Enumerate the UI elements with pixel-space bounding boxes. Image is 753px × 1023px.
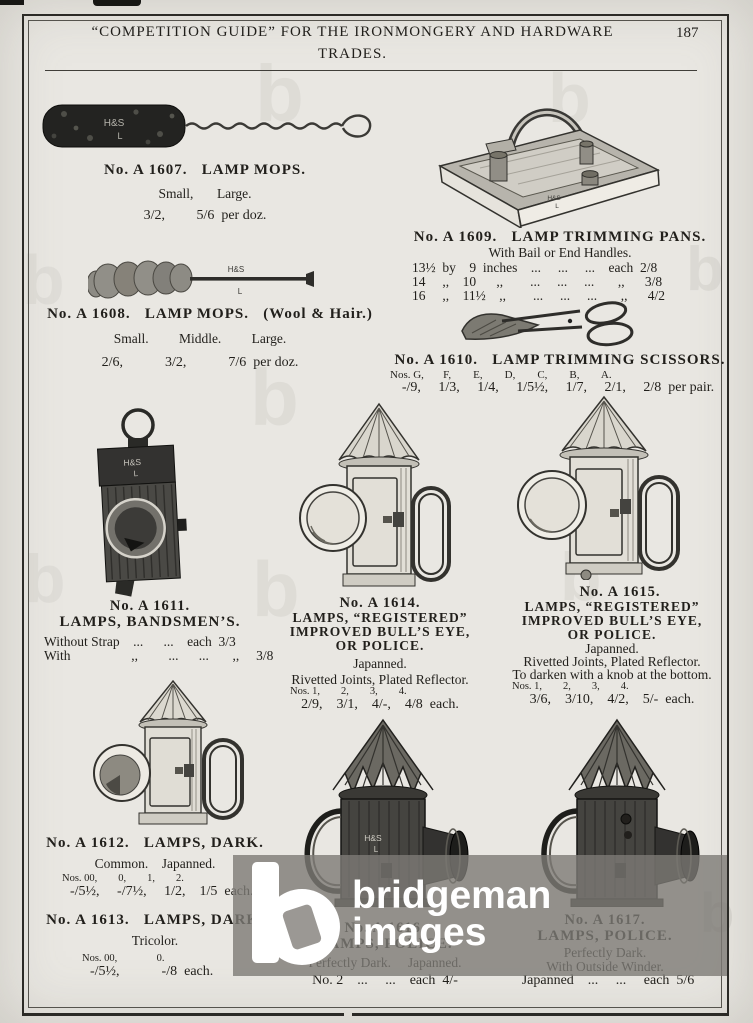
svg-text:H&S: H&S [364,833,382,843]
numbers-row: Nos. 00, 0. [82,953,165,964]
price-row: Without Strap ... ... each 3/3 [44,634,236,649]
watermark-brand-line2: images [352,911,487,954]
size-price-row: 16 ,, 11½ ,, ... ... ... ,, 4/2 [412,288,665,303]
price-row: Japanned ... ... each 5/6 [521,973,695,988]
catalog-number: No. A 1615. [579,584,661,600]
faint-b-watermark: b [252,545,300,633]
faint-b-watermark: b [250,353,299,442]
numbers-row: Nos. 1, 2, 3, 4. [512,681,629,692]
catalog-number-title: No. A 1609. LAMP TRIMMING PANS. [413,229,707,245]
scan-artifact [0,0,24,5]
header-rule [45,70,697,71]
price-row: -/9, 1/3, 1/4, 1/5½, 1/7, 2/1, 2/8 per p… [401,380,715,395]
darken-note: To darken with a knob at the bottom. [512,667,712,682]
product-title-line: OR POLICE. [567,627,657,642]
numbers-row: Nos. G, F, E, D, C, B, A. [390,369,612,381]
page-border-inner [28,20,722,1008]
page-title: “COMPETITION GUIDE” FOR THE IRONMONGERY … [91,24,614,40]
price-row: -/5½, -/8 each. [90,964,214,979]
size-row: Small. Middle. Large. [113,331,287,346]
catalog-number-title: No. A 1612. LAMPS, DARK. [46,835,264,851]
bulls-eye-lamp-a1615-illustration [508,393,700,580]
svg-text:H&S: H&S [228,265,244,274]
product-title-line: IMPROVED BULL’S EYE, [289,624,471,639]
size-row: Small, Large. [158,186,252,201]
trimming-pan-a1609-illustration: H&S L [430,78,665,228]
page-border-bottom-right [352,1013,727,1016]
svg-text:H&S: H&S [104,118,125,129]
page-border-outer [22,14,729,1016]
svg-text:H&S: H&S [547,195,561,202]
svg-text:L: L [133,469,138,478]
finish-note: Japanned. [585,641,639,656]
price-row: 2/6, 3/2, 7/6 per doz. [101,355,299,370]
finish-note: Japanned. [353,656,407,671]
subtitle: With Bail or End Handles. [488,245,632,260]
catalog-number-title: No. A 1613. LAMPS, DARK. [46,912,264,928]
bandsmens-lamp-a1611-illustration: H&S L [85,405,195,597]
svg-text:H&S: H&S [123,457,141,468]
catalog-number-title: No. A 1608. LAMP MOPS. (Wool & Hair.) [47,306,373,322]
svg-text:L: L [238,287,243,296]
scan-artifact [93,0,141,6]
numbers-row: Nos. 00, 0, 1, 2. [62,873,184,884]
price-row: No. 2 ... ... each 4/- [312,973,458,988]
bridgeman-logo-icon [246,860,346,970]
product-title-line: IMPROVED BULL’S EYE, [521,613,703,628]
price-row: 3/6, 3/10, 4/2, 5/- each. [529,692,695,707]
size-price-row: 14 ,, 10 ,, ... ... ... ,, 3/8 [412,274,663,289]
faint-b-watermark: b [22,241,65,319]
price-row: 2/9, 3/1, 4/-, 4/8 each. [301,697,459,712]
product-title-line: LAMPS, “REGISTERED” [292,610,468,625]
product-title: LAMPS, BANDSMEN’S. [59,614,241,630]
page-title-line2: TRADES. [317,46,388,62]
dark-lamp-a1612-illustration [78,678,258,835]
lamp-mop-a1608-illustration: H&S L [88,256,328,304]
faint-b-watermark: b [24,541,66,617]
catalog-number-title: No. A 1610. LAMP TRIMMING SCISSORS. [394,352,726,368]
svg-text:L: L [555,203,559,210]
trimming-scissors-a1610-illustration [458,300,640,348]
svg-text:L: L [117,131,122,141]
price-row: With ,, ... ... ,, 3/8 [44,648,274,663]
price-row: 3/2, 5/6 per doz. [143,208,267,223]
numbers-row: Nos. 1, 2, 3, 4. [290,686,407,697]
subtitle: Common. Japanned. [94,856,216,871]
price-row: -/5½, -/7½, 1/2, 1/5 each. [70,884,254,899]
catalog-number: No. A 1611. [109,598,191,614]
product-title-line: LAMPS, “REGISTERED” [524,599,700,614]
page-border-bottom-left [22,1013,344,1016]
subtitle: Tricolor. [131,933,179,948]
product-title-line: OR POLICE. [335,638,425,653]
catalog-number-title: No. A 1607. LAMP MOPS. [104,162,306,178]
catalog-number: No. A 1614. [339,595,421,611]
construction-note: Rivetted Joints, Plated Reflector. [291,672,469,687]
svg-text:L: L [374,845,379,854]
construction-note: Rivetted Joints, Plated Reflector. [523,654,701,669]
lamp-mop-a1607-illustration: H&S L [40,98,375,154]
bulls-eye-lamp-a1614-illustration [297,400,462,593]
watermark-brand-line1: bridgeman [352,874,552,917]
page-number: 187 [676,25,699,41]
size-price-row: 13½ by 9 inches ... ... ... each 2/8 [412,260,658,275]
faint-b-watermark: b [686,235,724,304]
